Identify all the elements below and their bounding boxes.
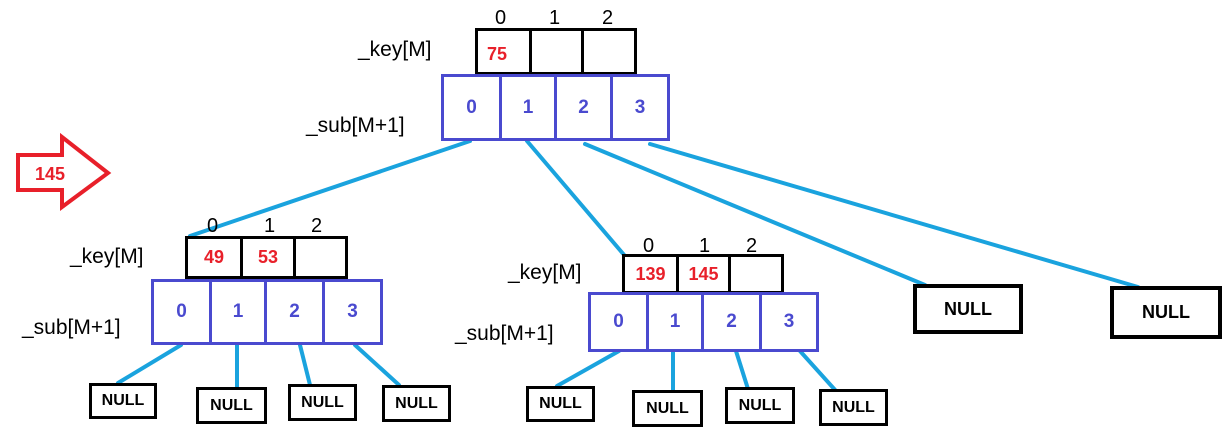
root-sub-1: 1 [499, 74, 557, 141]
null-mid-sub0: NULL [526, 386, 595, 422]
mid-sub-label: _sub[M+1] [455, 322, 554, 345]
root-sub-label: _sub[M+1] [306, 114, 405, 137]
null-left-sub3: NULL [382, 385, 451, 422]
mid-sub-3: 3 [759, 292, 819, 352]
null-left-sub2: NULL [288, 384, 357, 421]
mid-key-index-0: 0 [643, 235, 655, 257]
root-key-index-1: 1 [549, 7, 561, 29]
edge-mid-sub3 [798, 349, 838, 393]
left-key-0: 49 [185, 236, 243, 279]
root-key-index-0: 0 [495, 7, 507, 29]
mid-sub-1: 1 [646, 292, 704, 352]
left-sub-2: 2 [264, 279, 325, 345]
edge-root-sub1 [525, 139, 627, 258]
mid-key-index-1: 1 [699, 235, 711, 257]
left-key-index-2: 2 [311, 215, 323, 237]
null-left-sub1: NULL [196, 387, 267, 424]
null-mid-sub3: NULL [819, 389, 888, 426]
left-key-index-0: 0 [207, 215, 219, 237]
left-key-2 [293, 236, 348, 279]
edge-left-sub2 [298, 343, 312, 387]
left-sub-0: 0 [151, 279, 212, 345]
root-key-0: 75 [475, 28, 532, 75]
null-left-sub0: NULL [89, 383, 157, 419]
edge-root-sub2 [583, 142, 927, 287]
null-root-sub3: NULL [1110, 286, 1222, 339]
left-sub-array: 0 1 2 3 [151, 279, 383, 345]
root-key-array: 75 [475, 28, 637, 75]
left-key-index-1: 1 [264, 215, 276, 237]
mid-key-2 [728, 254, 784, 294]
left-key-label: _key[M] [70, 245, 144, 268]
root-sub-0: 0 [441, 74, 502, 141]
left-sub-label: _sub[M+1] [22, 316, 121, 339]
left-sub-1: 1 [209, 279, 267, 345]
root-key-2 [581, 28, 637, 75]
mid-key-1: 145 [676, 254, 731, 294]
mid-sub-array: 0 1 2 3 [588, 292, 819, 352]
mid-key-0: 139 [622, 254, 679, 294]
root-key-1 [529, 28, 584, 75]
edge-left-sub0 [116, 343, 183, 385]
mid-key-index-2: 2 [746, 235, 758, 257]
edges [116, 139, 1140, 394]
mid-sub-0: 0 [588, 292, 649, 352]
root-sub-3: 3 [610, 74, 670, 141]
null-root-sub2: NULL [913, 284, 1023, 334]
root-key-label: _key[M] [358, 38, 432, 61]
root-sub-2: 2 [554, 74, 613, 141]
left-key-1: 53 [240, 236, 296, 279]
insert-value: 145 [35, 164, 66, 184]
root-sub-array: 0 1 2 3 [441, 74, 670, 141]
null-mid-sub2: NULL [725, 387, 795, 424]
null-mid-sub1: NULL [632, 390, 703, 427]
edge-root-sub0 [188, 139, 472, 238]
edge-left-sub3 [353, 343, 401, 387]
mid-key-label: _key[M] [508, 261, 582, 284]
mid-sub-2: 2 [701, 292, 762, 352]
edge-mid-sub0 [555, 349, 621, 388]
edge-root-sub3 [648, 142, 1140, 289]
left-key-array: 49 53 [185, 236, 348, 279]
root-key-index-2: 2 [602, 7, 614, 29]
edge-mid-sub2 [734, 349, 750, 391]
mid-key-array: 139 145 [622, 254, 784, 294]
insert-arrow-icon [16, 132, 112, 211]
left-sub-3: 3 [322, 279, 383, 345]
